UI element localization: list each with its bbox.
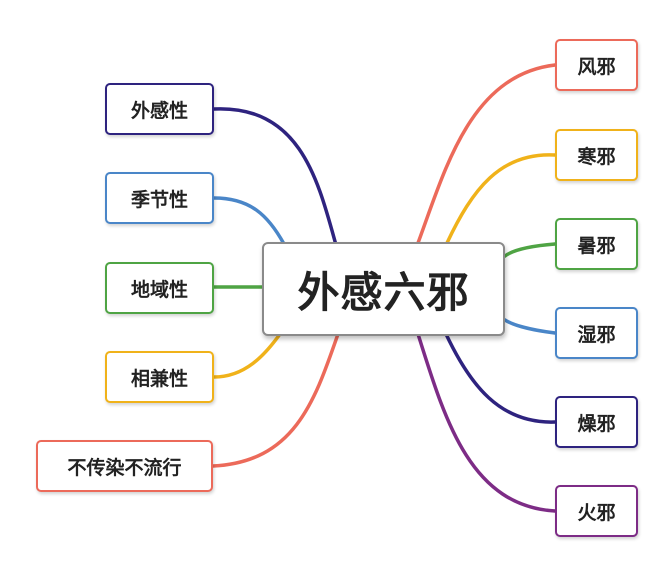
- connector-right-3: [503, 318, 557, 335]
- central-topic[interactable]: 外感六邪: [262, 242, 505, 336]
- branch-node-wind-evil[interactable]: 风邪: [555, 39, 638, 91]
- connector-right-0: [416, 63, 557, 245]
- connector-right-5: [416, 332, 557, 513]
- branch-node-seasonal[interactable]: 季节性: [105, 172, 214, 224]
- connector-left-4: [211, 332, 340, 468]
- branch-node-combined[interactable]: 相兼性: [105, 351, 214, 403]
- branch-node-fire-evil[interactable]: 火邪: [555, 485, 638, 537]
- branch-node-non-contagious[interactable]: 不传染不流行: [36, 440, 213, 492]
- branch-node-dryness-evil[interactable]: 燥邪: [555, 396, 638, 448]
- branch-node-damp-evil[interactable]: 湿邪: [555, 307, 638, 359]
- connector-left-1: [212, 196, 286, 246]
- connector-right-1: [445, 153, 557, 245]
- connector-left-0: [212, 107, 338, 247]
- branch-node-cold-evil[interactable]: 寒邪: [555, 129, 638, 181]
- connector-right-2: [503, 242, 557, 258]
- connector-left-3: [212, 332, 282, 379]
- connector-right-4: [444, 332, 557, 424]
- branch-node-summer-heat-evil[interactable]: 暑邪: [555, 218, 638, 270]
- branch-node-regional[interactable]: 地域性: [105, 262, 214, 314]
- branch-node-exogenous[interactable]: 外感性: [105, 83, 214, 135]
